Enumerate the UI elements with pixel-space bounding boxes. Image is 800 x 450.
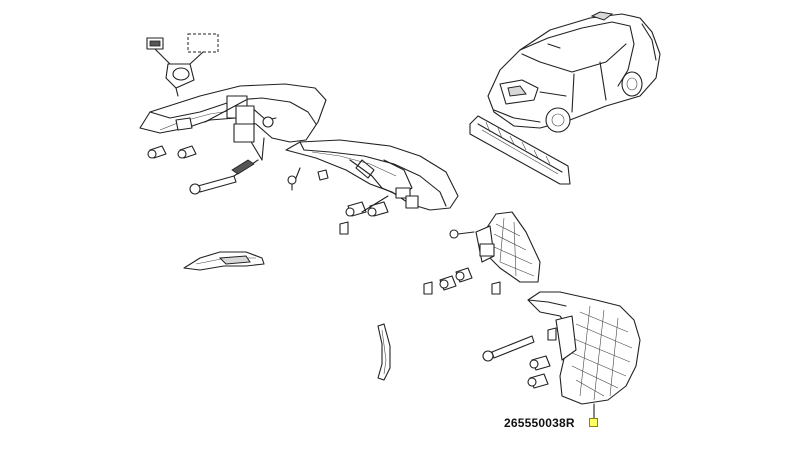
side-marker-strip	[377, 323, 391, 381]
rear-lamp-housing	[139, 83, 327, 161]
small-screw	[287, 167, 301, 191]
lower-bolt	[482, 335, 535, 362]
bumper-reflector	[183, 251, 265, 271]
car-illustration	[487, 11, 661, 133]
bulb-cluster-lower	[527, 327, 557, 389]
corner-lamp-screw	[449, 229, 475, 239]
part-number-label: 265550038R	[504, 416, 575, 430]
bulb-pair-left	[147, 145, 197, 159]
bulb-pair-middle	[339, 195, 389, 235]
third-brake-light-bar	[469, 115, 571, 185]
part-marker-square[interactable]	[589, 418, 598, 427]
bulb-cluster-corner	[423, 267, 501, 295]
corner-lamp	[475, 211, 541, 283]
lamp-clip	[317, 169, 329, 181]
clip-fastener	[231, 159, 255, 175]
headlamp-assembly-lower	[527, 291, 641, 405]
tail-lamp-unit	[285, 139, 459, 211]
bulb-socket-icon	[146, 33, 219, 97]
